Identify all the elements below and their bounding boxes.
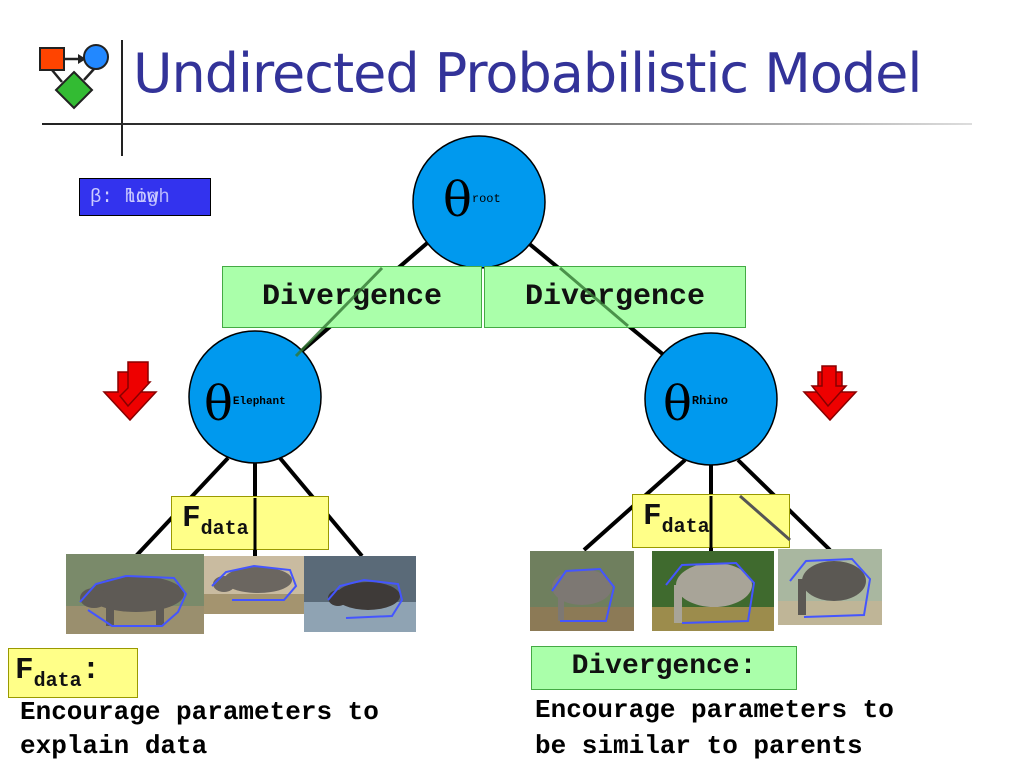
rhino-photo — [304, 556, 416, 632]
rhino-photo — [204, 556, 304, 614]
divergence-box-right: Divergence — [484, 266, 746, 328]
divergence-box-right-label: Divergence — [524, 280, 706, 314]
fdata-caption-line1: Encourage parameters to — [20, 697, 379, 727]
divergence-caption-label: Divergence: — [531, 646, 797, 690]
divergence-caption-line1: Encourage parameters to — [535, 695, 894, 725]
beta-value-high: high — [124, 186, 170, 208]
divergence-box-left: Divergence — [222, 266, 482, 328]
rhino-node-label: θRhino — [663, 378, 763, 430]
elephant-sup: Elephant — [232, 395, 286, 408]
elephant-node — [188, 330, 322, 464]
fdata-box-left: Fdata — [171, 496, 329, 550]
rhino-node — [644, 332, 778, 466]
elephant-node-label: θElephant — [204, 378, 324, 430]
title-vertical-rule — [121, 40, 123, 156]
fdata-caption-suffix: : — [81, 653, 101, 688]
fdata-caption-main: F — [15, 653, 34, 688]
elephant-photo — [778, 549, 882, 625]
fdata-caption-sub: data — [33, 670, 82, 693]
beta-value-low: low — [124, 186, 159, 208]
fdata-caption-label: Fdata: — [8, 648, 138, 698]
elephant-photo — [652, 551, 774, 631]
divergence-caption-text: Divergence: — [571, 651, 757, 682]
fdata-left-sub: data — [200, 518, 249, 541]
divergence-caption-line2: be similar to parents — [535, 731, 863, 761]
fdata-left-main: F — [182, 501, 201, 536]
title-underline-rule — [42, 123, 972, 125]
fdata-right-main: F — [643, 499, 662, 534]
rhino-photo — [66, 554, 204, 634]
beta-status-badge: β: low high — [79, 178, 211, 216]
flowchart-logo-icon — [39, 44, 109, 110]
rhino-theta: θ — [663, 376, 692, 432]
red-down-arrow-icon — [802, 365, 858, 422]
root-theta: θ — [443, 172, 472, 228]
red-down-arrow-icon — [102, 361, 158, 422]
elephant-theta: θ — [204, 376, 233, 432]
fdata-caption-line2: explain data — [20, 731, 208, 761]
root-node-label: θroot — [443, 174, 523, 226]
elephant-photo — [530, 551, 634, 631]
root-sup: root — [471, 191, 501, 206]
beta-symbol: β: — [90, 186, 113, 208]
fdata-right-sub: data — [661, 516, 710, 539]
rhino-sup: Rhino — [691, 393, 728, 408]
slide-title: Undirected Probabilistic Model — [133, 42, 922, 105]
